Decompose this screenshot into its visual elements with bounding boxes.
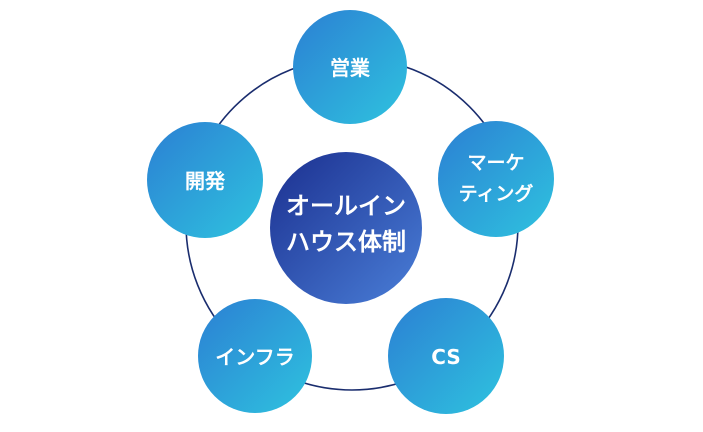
node-dev: 開発 xyxy=(147,122,263,238)
center-node-label-line-2: ハウス体制 xyxy=(286,228,406,256)
node-marketing: マーケ ティング xyxy=(438,121,554,237)
node-cs-label: CS xyxy=(431,345,460,369)
node-marketing-circle xyxy=(438,121,554,237)
node-sales: 営業 xyxy=(293,10,407,124)
node-marketing-label-line-1: マーケ xyxy=(467,152,524,174)
node-dev-circle xyxy=(147,122,263,238)
node-cs: CS xyxy=(388,298,504,414)
node-cs-circle xyxy=(388,298,504,414)
node-sales-label: 営業 xyxy=(330,56,371,80)
center-node-label-line-1: オールイン xyxy=(286,192,406,220)
node-infra-circle xyxy=(198,299,312,413)
center-node: オールイン ハウス体制 xyxy=(270,152,422,304)
node-infra-label: インフラ xyxy=(215,345,294,369)
node-dev-label: 開発 xyxy=(185,169,226,193)
node-infra: インフラ xyxy=(198,299,312,413)
node-sales-circle xyxy=(293,10,407,124)
node-marketing-label-line-2: ティング xyxy=(459,182,534,205)
center-node-circle xyxy=(270,152,422,304)
